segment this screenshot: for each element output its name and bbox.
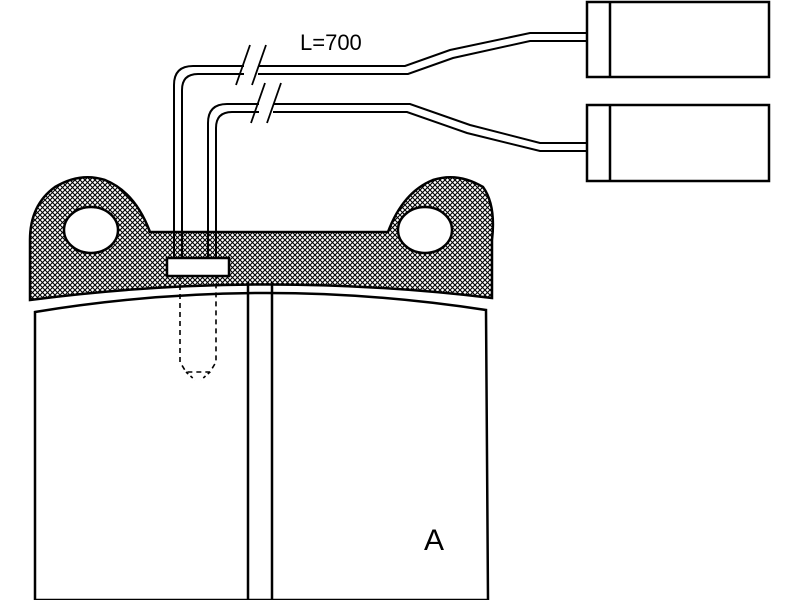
mounting-hole-left (62, 205, 120, 255)
wire-length-label: L=700 (300, 30, 362, 55)
wire-break-marks (235, 44, 282, 124)
sensor-hidden-body (179, 276, 217, 373)
section-letter-label: A (424, 524, 445, 557)
sensor-hidden-tip-2 (200, 371, 211, 381)
sensor-clip (165, 256, 231, 278)
connector-lower (585, 103, 771, 183)
sensor-wire-lower (207, 103, 587, 258)
sensor-wire-upper (173, 32, 587, 258)
friction-pad (33, 291, 490, 600)
backing-plate (28, 175, 495, 302)
mounting-hole-right (396, 205, 454, 255)
connector-upper (585, 0, 771, 79)
sensor-hidden-tip (185, 371, 196, 381)
